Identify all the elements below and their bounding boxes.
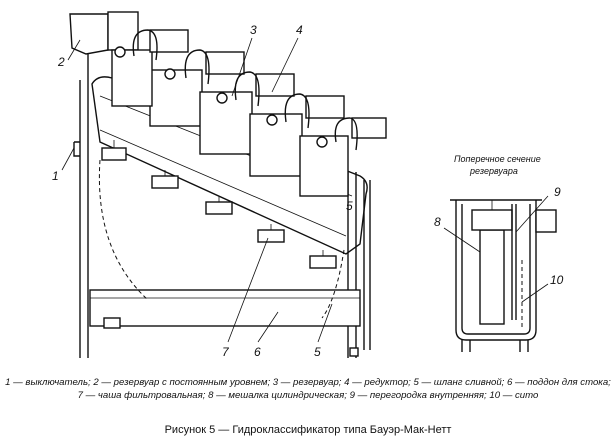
legend-item: 6 — поддон для стока; <box>507 377 611 388</box>
callout-4: 4 <box>296 23 303 37</box>
callout-7: 7 <box>222 345 230 359</box>
apparatus-drawing <box>61 11 387 358</box>
figure-legend: 1 — выключатель; 2 — резервуар с постоян… <box>4 376 612 402</box>
callout-10: 10 <box>550 273 564 287</box>
callout-6: 6 <box>254 345 261 359</box>
legend-item: 9 — перегородка внутренняя; <box>349 390 487 401</box>
figure-caption: Рисунок 5 — Гидроклассификатор типа Бауэ… <box>164 424 452 436</box>
callout-9: 9 <box>554 185 561 199</box>
legend-item: 3 — резервуар; <box>272 377 342 388</box>
callout-5-top: 5 <box>346 199 353 213</box>
legend-item: 10 — сито <box>489 390 539 401</box>
legend-item: 5 — шланг сливной; <box>413 377 505 388</box>
callout-2: 2 <box>57 55 65 69</box>
legend-item: 4 — редуктор; <box>344 377 411 388</box>
legend-item: 1 — выключатель; <box>5 377 91 388</box>
legend-item: 7 — чаша фильтровальная; <box>77 390 206 401</box>
callout-1: 1 <box>52 169 59 183</box>
callout-3: 3 <box>250 23 257 37</box>
section-title-line1: Поперечное сечение <box>454 154 541 164</box>
section-title-line2: резервуара <box>469 166 518 176</box>
reservoir-cross-section: Поперечное сечение резервуара <box>443 154 557 352</box>
callout-8: 8 <box>434 215 441 229</box>
hydroclassifier-figure: 1 2 3 4 5 6 7 5 Поперечное сечение резер… <box>52 11 564 359</box>
callout-5-bottom: 5 <box>314 345 321 359</box>
legend-item: 8 — мешалка цилиндрическая; <box>208 390 347 401</box>
legend-item: 2 — резервуар с постоянным уровнем; <box>93 377 271 388</box>
